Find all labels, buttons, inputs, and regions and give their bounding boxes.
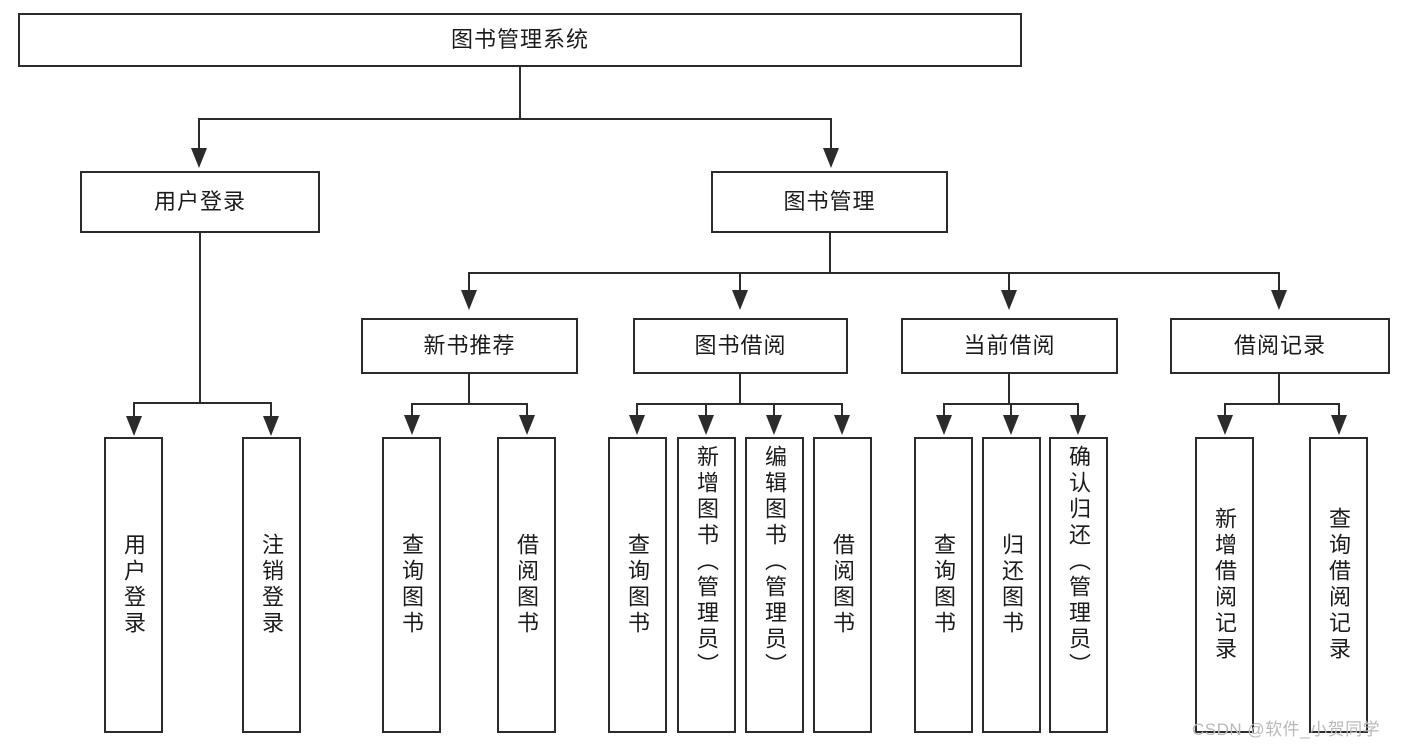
arrowhead-book-borrow-leaf-2 [698,415,714,435]
connector-new-book-drop-1 [411,403,413,419]
connector-new-book-bus [411,403,528,405]
connector-borrow-record-stem [1278,374,1280,404]
node-borrow-record[interactable]: 借阅记录 [1170,318,1390,374]
leaf-new-book-borrow[interactable]: 借阅图书 [497,437,556,733]
arrowhead-to-book-borrow [732,290,748,310]
connector-root-stem [519,67,521,119]
connector-root-drop-2 [830,118,832,150]
leaf-new-book-query[interactable]: 查询图书 [382,437,441,733]
connector-book-borrow-stem [739,374,741,404]
connector-book-borrow-drop-4 [841,403,843,419]
node-label: 查询图书 [399,533,425,637]
arrowhead-current-borrow-leaf-2 [1003,415,1019,435]
arrowhead-current-borrow-leaf-3 [1070,415,1086,435]
connector-book-borrow-drop-2 [705,403,707,419]
connector-borrow-record-bus [1224,403,1340,405]
leaf-current-return-book[interactable]: 归还图书 [982,437,1041,733]
connector-root-bus [198,118,832,120]
arrowhead-to-current-borrow [1001,290,1017,310]
node-current-borrow[interactable]: 当前借阅 [901,318,1118,374]
node-label: 新书推荐 [423,332,516,358]
node-book-borrow[interactable]: 图书借阅 [633,318,848,374]
arrowhead-to-borrow-record [1271,290,1287,310]
node-label: 查询图书 [625,533,651,637]
node-user-login[interactable]: 用户登录 [80,171,320,233]
node-label: 查询图书 [931,533,957,637]
node-label: 图书借阅 [694,332,787,358]
arrowhead-new-book-leaf-2 [519,415,535,435]
node-label: 确认归还（管理员） [1066,445,1092,679]
arrowhead-root-to-user-login [191,148,207,168]
arrowhead-current-borrow-leaf-1 [936,415,952,435]
node-label: 图书管理系统 [450,26,589,52]
connector-current-borrow-drop-3 [1077,403,1079,419]
leaf-borrow-add-book-admin[interactable]: 新增图书（管理员） [677,437,736,733]
connector-user-login-drop-2 [270,402,272,420]
node-label: 借阅记录 [1233,332,1326,358]
leaf-borrow-borrow-book[interactable]: 借阅图书 [813,437,872,733]
connector-borrow-record-drop-1 [1224,403,1226,419]
connector-new-book-stem [468,374,470,404]
node-new-book-recommend[interactable]: 新书推荐 [361,318,578,374]
arrowhead-borrow-record-leaf-2 [1331,415,1347,435]
connector-book-mgmt-bus [468,272,1280,274]
node-label: 用户登录 [153,188,246,214]
connector-user-login-stem [199,233,201,403]
node-label: 借阅图书 [514,533,540,637]
leaf-current-confirm-return-admin[interactable]: 确认归还（管理员） [1049,437,1108,733]
arrowhead-new-book-leaf-1 [404,415,420,435]
connector-borrow-record-drop-2 [1338,403,1340,419]
arrowhead-book-borrow-leaf-3 [766,415,782,435]
leaf-borrow-edit-book-admin[interactable]: 编辑图书（管理员） [745,437,804,733]
connector-book-mgmt-drop-1 [468,272,470,294]
connector-root-drop-1 [198,118,200,150]
node-label: 注销登录 [259,533,285,637]
node-label: 图书管理 [783,188,876,214]
arrowhead-borrow-record-leaf-1 [1217,415,1233,435]
connector-current-borrow-drop-1 [943,403,945,419]
node-label: 归还图书 [999,533,1025,637]
node-label: 查询借阅记录 [1326,507,1352,663]
connector-current-borrow-drop-2 [1010,403,1012,419]
leaf-user-login[interactable]: 用户登录 [104,437,163,733]
leaf-record-add[interactable]: 新增借阅记录 [1195,437,1254,733]
connector-book-mgmt-stem [829,233,831,273]
arrowhead-to-new-book-rec [461,290,477,310]
arrowhead-user-login-leaf-1 [126,416,142,436]
node-label: 新增借阅记录 [1212,507,1238,663]
leaf-current-query-book[interactable]: 查询图书 [914,437,973,733]
node-label: 编辑图书（管理员） [762,445,788,679]
connector-user-login-bus [133,402,272,404]
connector-book-mgmt-drop-4 [1278,272,1280,294]
connector-book-borrow-bus [636,403,842,405]
node-label: 用户登录 [121,533,147,637]
arrowhead-root-to-book-mgmt [823,148,839,168]
arrowhead-book-borrow-leaf-4 [834,415,850,435]
node-label: 当前借阅 [963,332,1056,358]
arrowhead-book-borrow-leaf-1 [629,415,645,435]
leaf-borrow-query-book[interactable]: 查询图书 [608,437,667,733]
node-book-management[interactable]: 图书管理 [711,171,948,233]
leaf-user-logout[interactable]: 注销登录 [242,437,301,733]
connector-user-login-drop-1 [133,402,135,420]
node-root-system[interactable]: 图书管理系统 [18,13,1022,67]
connector-book-mgmt-drop-3 [1008,272,1010,294]
node-label: 借阅图书 [830,533,856,637]
connector-book-borrow-drop-1 [636,403,638,419]
leaf-record-query[interactable]: 查询借阅记录 [1309,437,1368,733]
connector-book-mgmt-drop-2 [739,272,741,294]
connector-new-book-drop-2 [526,403,528,419]
connector-current-borrow-stem [1008,374,1010,404]
node-label: 新增图书（管理员） [694,445,720,679]
connector-book-borrow-drop-3 [773,403,775,419]
arrowhead-user-login-leaf-2 [263,416,279,436]
